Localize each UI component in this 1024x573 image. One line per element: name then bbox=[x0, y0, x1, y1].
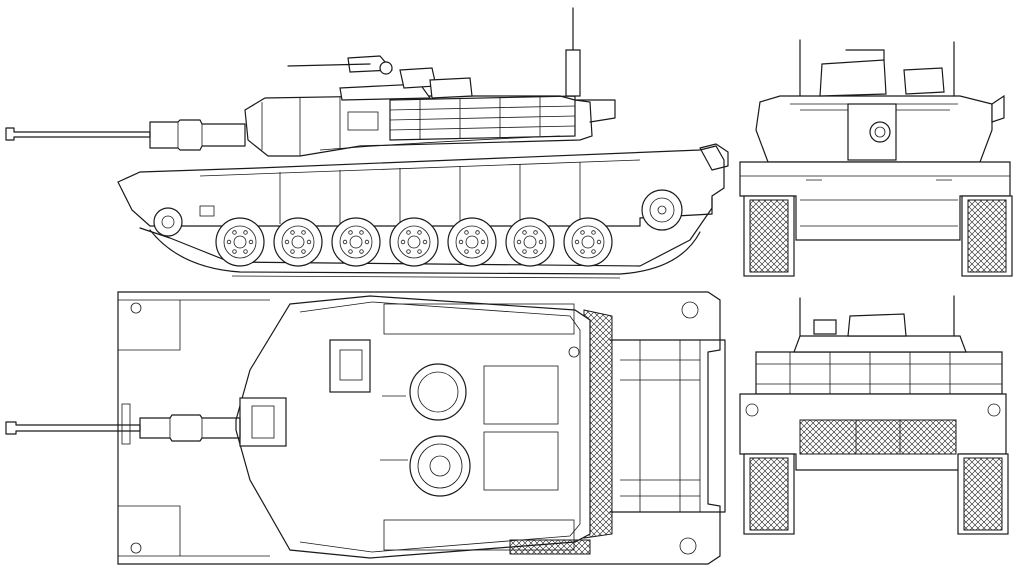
side-drive-sprocket bbox=[641, 189, 683, 231]
road-wheel bbox=[273, 217, 323, 267]
side-turret bbox=[244, 7, 616, 157]
side-gun-barrel bbox=[5, 119, 246, 151]
side-view bbox=[5, 7, 729, 279]
road-wheel bbox=[389, 217, 439, 267]
top-gun-barrel bbox=[5, 414, 241, 442]
rear-hull bbox=[739, 393, 1007, 471]
front-right-track bbox=[961, 195, 1013, 277]
front-left-track bbox=[743, 195, 795, 277]
front-turret bbox=[755, 39, 1005, 163]
side-road-wheels bbox=[215, 217, 613, 267]
side-idler bbox=[153, 207, 183, 237]
road-wheel bbox=[505, 217, 555, 267]
rear-turret bbox=[755, 295, 1003, 395]
top-track-edge bbox=[509, 539, 591, 555]
top-turret bbox=[235, 295, 591, 559]
rear-view bbox=[739, 295, 1009, 535]
top-view bbox=[5, 291, 726, 565]
road-wheel bbox=[447, 217, 497, 267]
rear-left-track bbox=[743, 453, 795, 535]
road-wheel bbox=[331, 217, 381, 267]
rear-right-track bbox=[957, 453, 1009, 535]
side-track bbox=[139, 197, 713, 279]
road-wheel bbox=[563, 217, 613, 267]
front-view bbox=[739, 39, 1013, 277]
road-wheel bbox=[215, 217, 265, 267]
side-hull bbox=[117, 143, 729, 227]
